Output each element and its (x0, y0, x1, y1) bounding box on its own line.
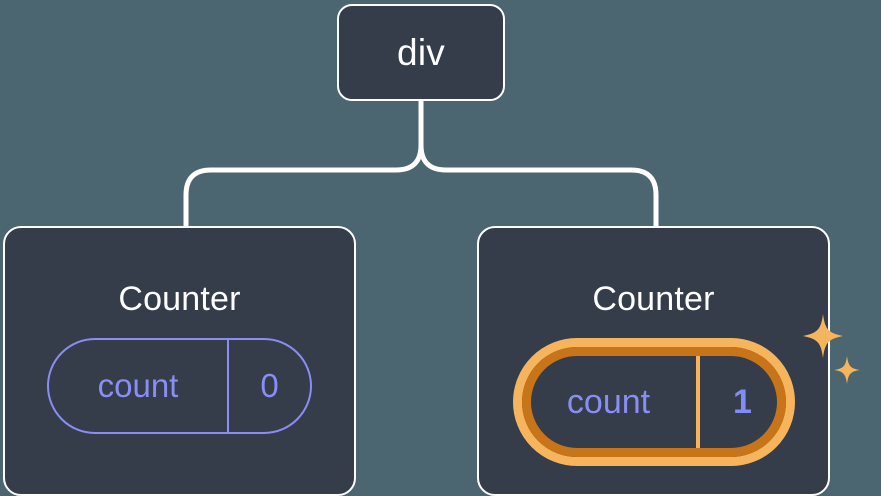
connector-right (418, 98, 659, 229)
state-pill-left[interactable]: count 0 (47, 338, 312, 434)
node-counter-left[interactable]: Counter count 0 (3, 226, 356, 496)
node-counter-right[interactable]: Counter count 1 (477, 226, 830, 496)
node-div-label: div (397, 32, 445, 73)
node-div[interactable]: div (337, 4, 505, 101)
state-pill-wrap-left: count 0 (5, 338, 354, 434)
state-pill-right-name: count (522, 347, 700, 457)
connector-left (183, 98, 424, 229)
state-pill-right[interactable]: count 1 (512, 338, 795, 466)
state-pill-wrap-right: count 1 (479, 338, 828, 466)
node-counter-left-label: Counter (118, 280, 241, 318)
state-pill-right-value: 1 (733, 382, 752, 421)
sparkle-small-icon (834, 356, 860, 384)
state-pill-left-value: 0 (260, 367, 279, 404)
state-pill-left-name: count (49, 340, 229, 432)
node-counter-right-label: Counter (592, 280, 715, 318)
